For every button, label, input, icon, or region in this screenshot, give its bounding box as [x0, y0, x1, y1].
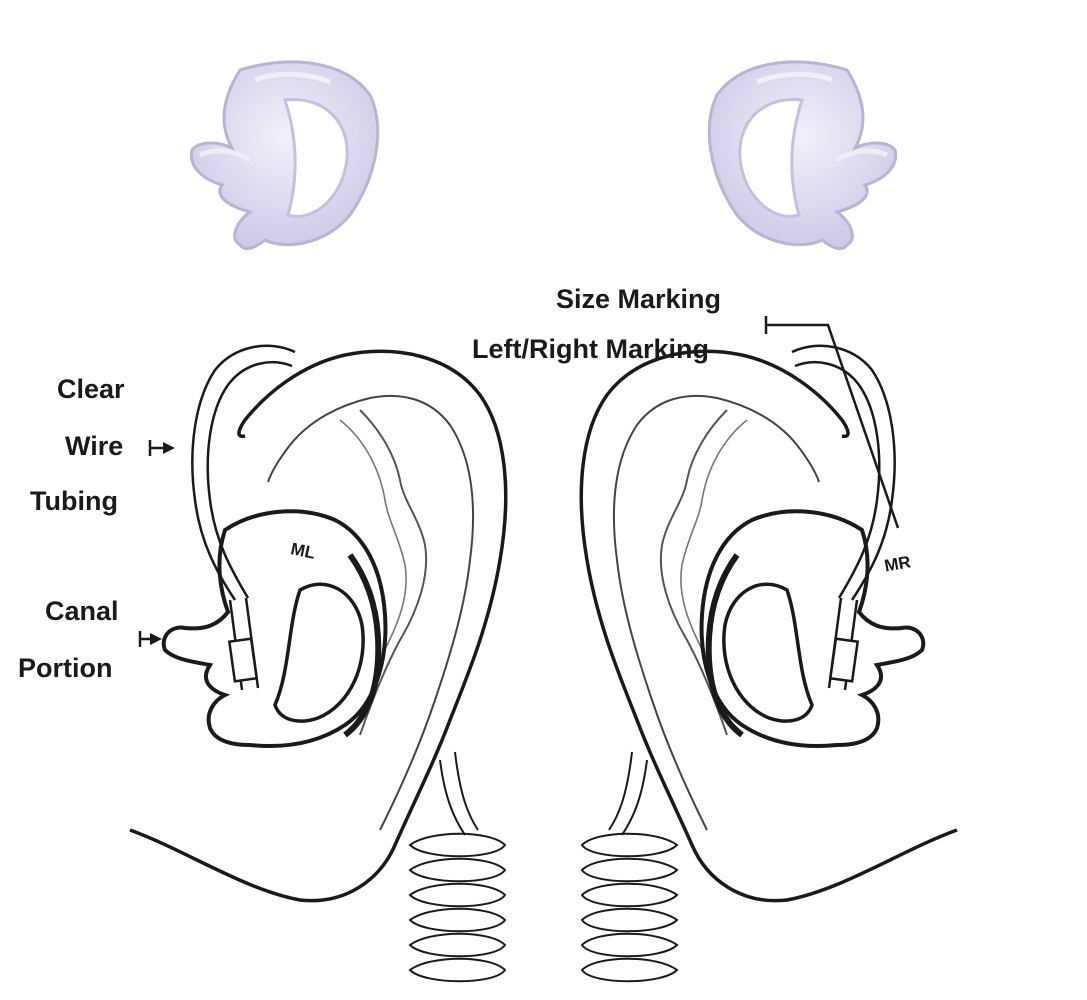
clear-label: Clear — [57, 374, 125, 404]
wire-tubing-pointer — [148, 440, 175, 456]
canal-label: Canal — [45, 596, 119, 626]
tubing-label: Tubing — [30, 486, 118, 516]
size-marking-label: Size Marking — [556, 284, 722, 314]
wire-label: Wire — [65, 431, 124, 461]
earmold-photo-right — [709, 62, 895, 249]
portion-label: Portion — [18, 653, 113, 683]
marking-leader-line — [764, 316, 900, 529]
left-right-marking-label: Left/Right Marking — [472, 334, 709, 364]
earmold-photo-left — [191, 62, 377, 249]
left-mark-text: ML — [289, 539, 317, 563]
left-ear-drawing — [130, 346, 506, 981]
right-mark-text: MR — [883, 552, 912, 575]
canal-portion-pointer — [138, 631, 162, 647]
right-ear-drawing — [581, 346, 957, 981]
